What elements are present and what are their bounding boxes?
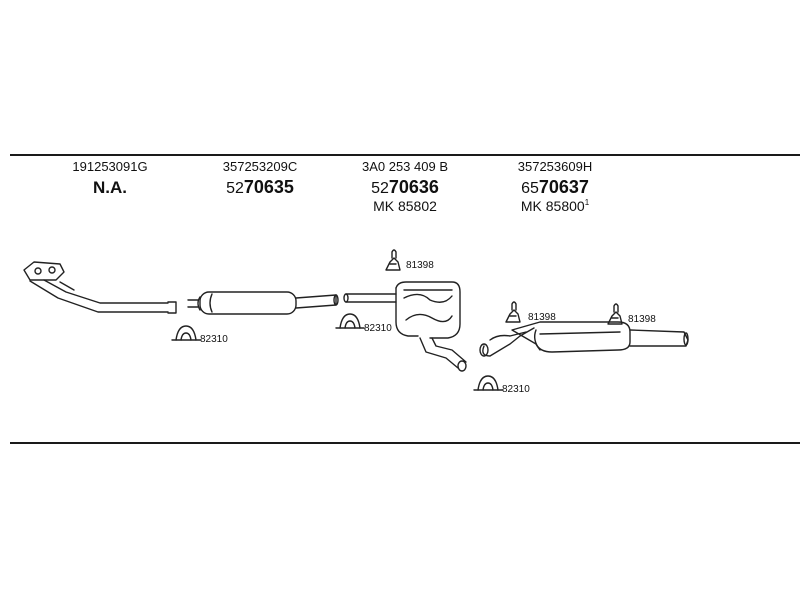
front-pipe-part — [23, 261, 177, 314]
oe-number: 357253209C — [222, 159, 298, 174]
mounting-kit-text: MK 85800 — [520, 198, 585, 214]
rubber-mount-icon — [385, 249, 401, 271]
rear-silencer-part — [479, 321, 689, 357]
mount-code-label: 81398 — [406, 260, 434, 271]
clamp-icon — [335, 313, 365, 329]
mount-code-label: 81398 — [628, 314, 656, 325]
rubber-mount-icon — [505, 301, 521, 323]
top-divider-line — [10, 154, 800, 156]
part-column-rear-silencer: 357253609H 6570637 MK 858001 — [500, 160, 610, 213]
clamp-icon — [171, 325, 201, 341]
oe-number: 191253091G — [72, 159, 148, 174]
mounting-kit-number: MK 85802 — [350, 199, 460, 213]
part-number: 6570637 — [500, 178, 610, 197]
part-number-main: 70636 — [388, 177, 439, 197]
part-column-front-pipe: 191253091G N.A. — [70, 160, 150, 196]
clamp-code-label: 82310 — [364, 323, 392, 334]
part-number-prefix: 52 — [371, 180, 389, 197]
clamp-code-label: 82310 — [200, 334, 228, 345]
part-number: 5270636 — [350, 178, 460, 197]
part-number-na: N.A. — [93, 178, 127, 197]
part-column-middle-silencer: 3A0 253 409 B 5270636 MK 85802 — [350, 160, 460, 213]
bottom-divider-line — [10, 442, 800, 444]
clamp-icon — [473, 375, 503, 391]
mounting-kit-number: MK 858001 — [500, 198, 610, 214]
part-number-main: 70635 — [243, 177, 294, 197]
mount-code-label: 81398 — [528, 312, 556, 323]
oe-number: 357253609H — [517, 159, 593, 174]
part-column-front-silencer: 357253209C 5270635 — [210, 160, 310, 197]
part-number-main: 70637 — [538, 177, 589, 197]
part-number-prefix: 65 — [521, 180, 539, 197]
rubber-mount-icon — [607, 303, 623, 325]
clamp-code-label: 82310 — [502, 384, 530, 395]
part-number: 5270635 — [210, 178, 310, 197]
part-number-prefix: 52 — [226, 180, 244, 197]
mounting-kit-text: MK 85802 — [373, 198, 437, 214]
oe-number: 3A0 253 409 B — [361, 159, 449, 174]
front-silencer-part — [187, 291, 339, 315]
mounting-kit-footnote: 1 — [584, 198, 590, 207]
middle-silencer-part — [343, 281, 467, 372]
